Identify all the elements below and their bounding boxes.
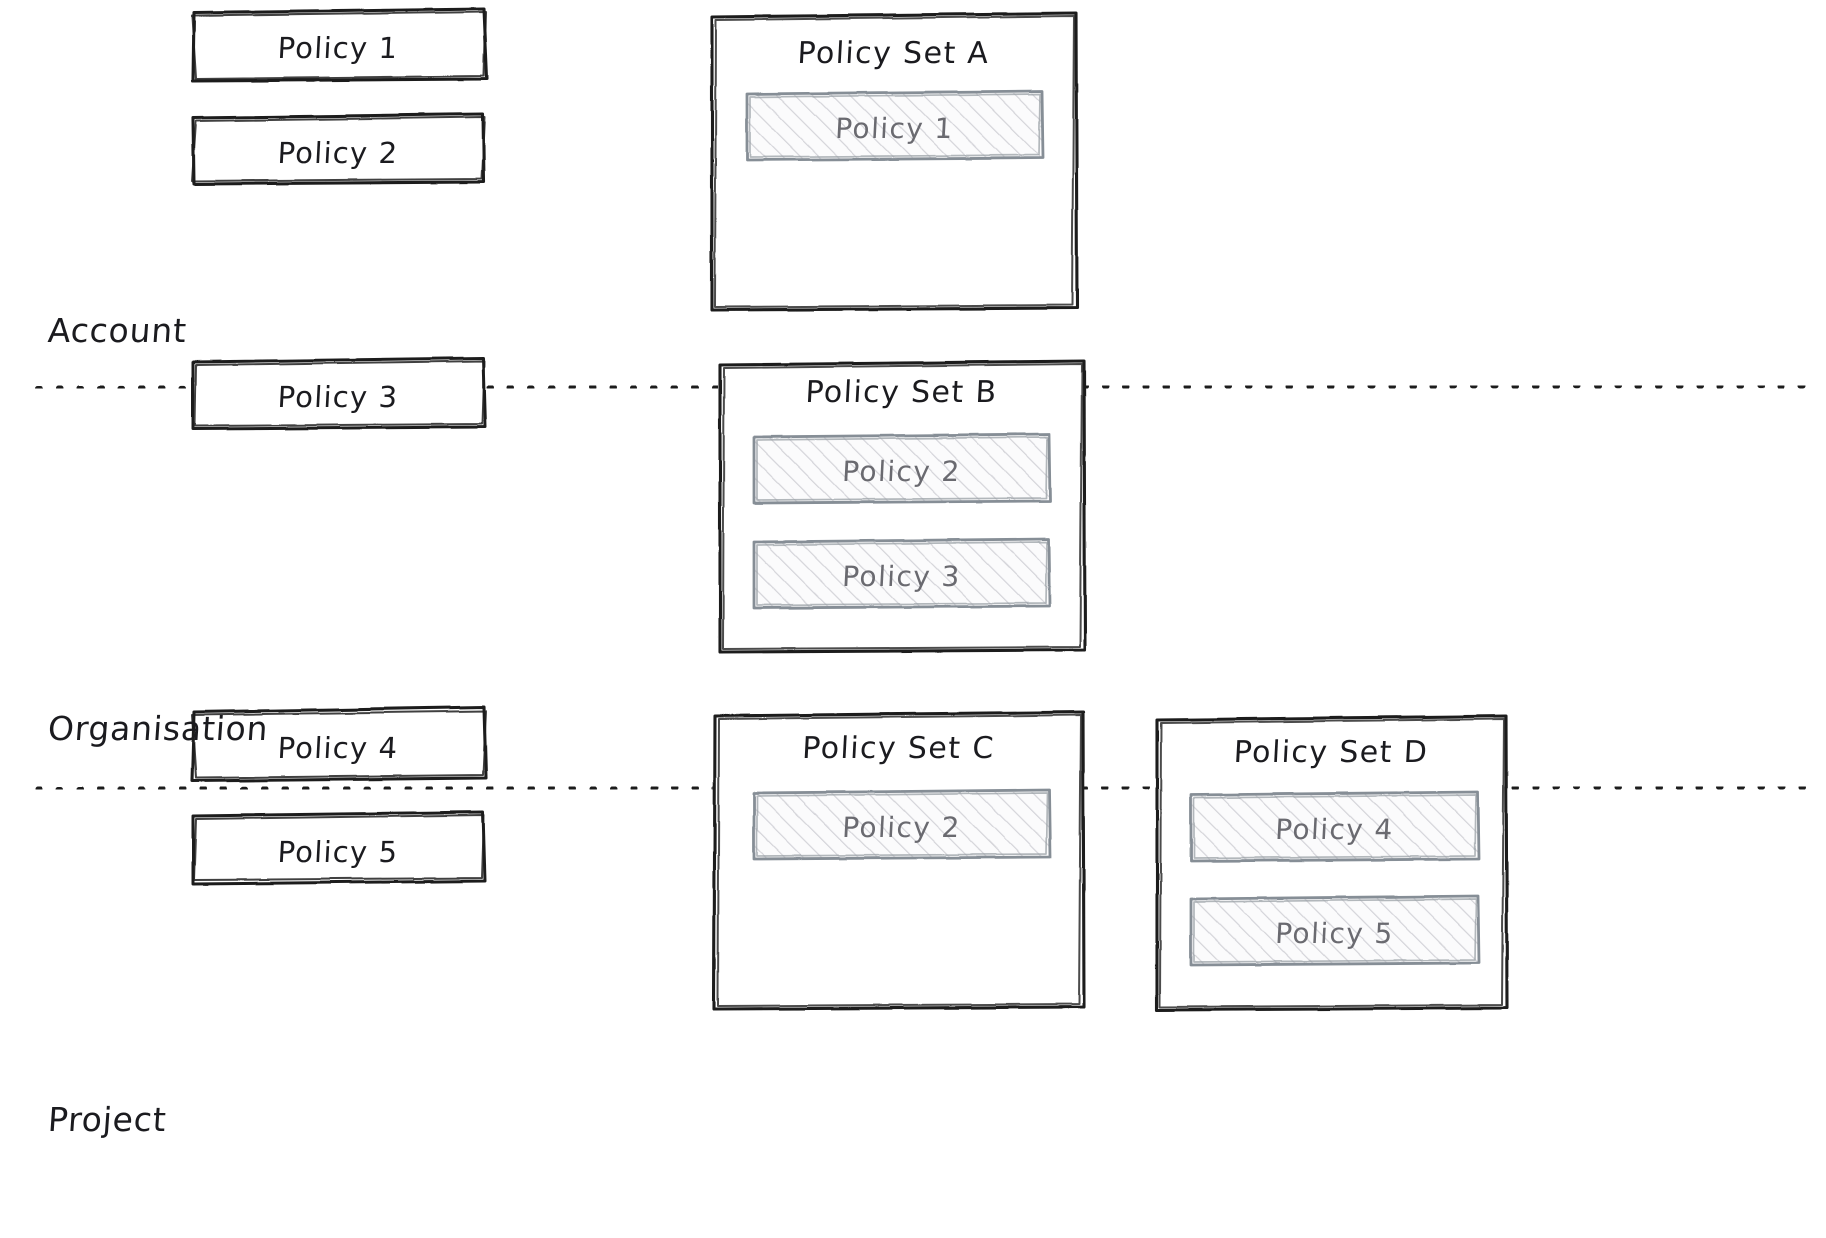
policy-label-p3: Policy 3 [276, 380, 400, 414]
policy-set-member-label-set-d-0: Policy 4 [1274, 813, 1395, 846]
tier-label-project: Project [46, 1100, 168, 1139]
policy-set-member-label-set-b-1: Policy 3 [841, 560, 962, 593]
policy-box-p5[interactable] [191, 810, 487, 886]
policy-set-title-set-d: Policy Set D [1232, 735, 1430, 770]
policy-label-p2: Policy 2 [276, 136, 400, 170]
policy-label-p1: Policy 1 [276, 31, 400, 65]
policy-set-member-box-set-a-0[interactable] [745, 89, 1045, 162]
policy-set-box-set-c[interactable] [712, 710, 1086, 1011]
policy-box-p2[interactable] [191, 112, 486, 186]
policy-set-member-label-set-b-0: Policy 2 [841, 455, 962, 488]
policy-set-member-box-set-d-1[interactable] [1189, 894, 1481, 967]
policy-set-title-set-a: Policy Set A [796, 36, 991, 71]
policy-label-p5: Policy 5 [276, 835, 400, 869]
policy-label-p4: Policy 4 [276, 731, 400, 765]
policy-set-member-box-set-b-1[interactable] [752, 537, 1052, 610]
policy-set-member-box-set-c-0[interactable] [752, 788, 1052, 861]
policy-set-member-box-set-b-0[interactable] [752, 432, 1052, 505]
policy-set-member-label-set-a-0: Policy 1 [834, 112, 955, 145]
policy-box-p3[interactable] [191, 356, 487, 431]
policy-set-box-set-a[interactable] [710, 11, 1079, 312]
policy-box-p4[interactable] [190, 705, 488, 783]
policy-set-title-set-b: Policy Set B [804, 375, 999, 410]
policy-set-title-set-c: Policy Set C [801, 731, 996, 766]
policy-set-member-label-set-d-1: Policy 5 [1274, 917, 1395, 950]
tier-label-account: Account [46, 311, 189, 350]
policy-box-p1[interactable] [190, 7, 489, 83]
policy-set-member-box-set-d-0[interactable] [1189, 790, 1481, 863]
policy-set-member-label-set-c-0: Policy 2 [841, 811, 962, 844]
